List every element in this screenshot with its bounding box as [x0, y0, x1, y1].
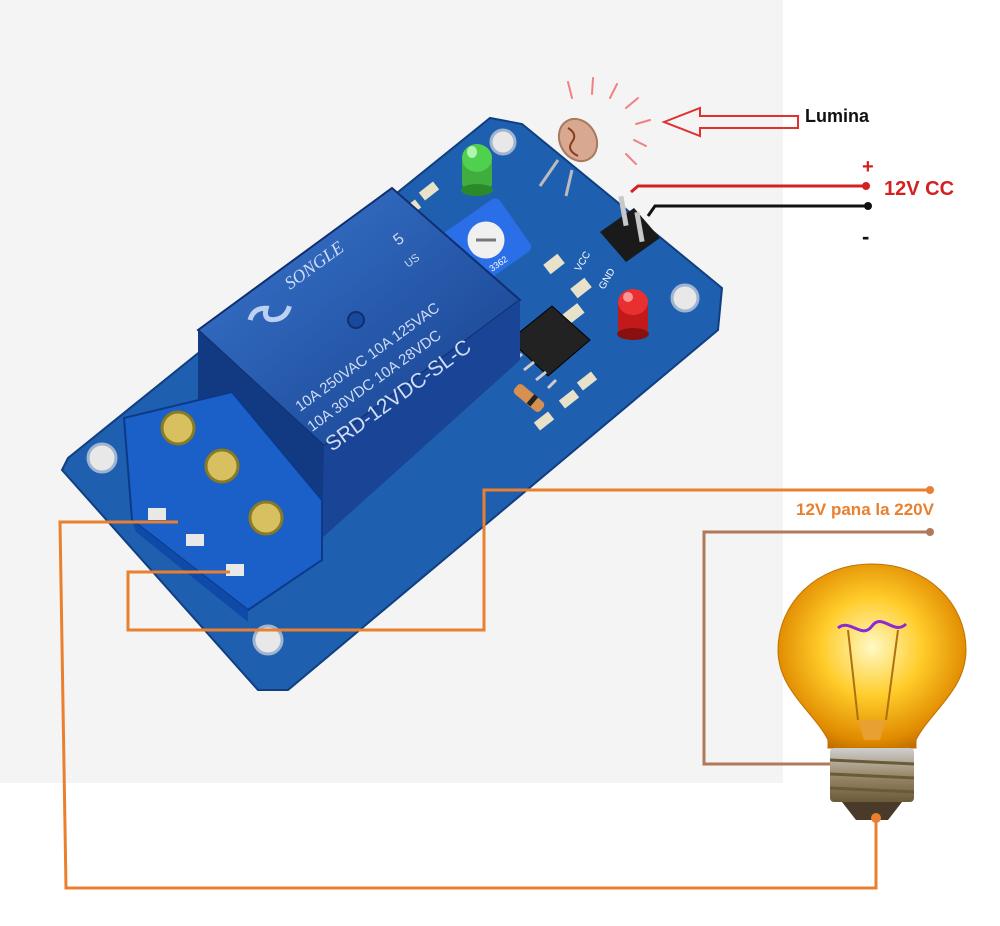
positive-wire: [630, 184, 866, 194]
photoresistor: [538, 117, 599, 197]
terminal-screw-1: [160, 410, 196, 446]
positive-terminal: [862, 182, 870, 190]
negative-sign: -: [862, 224, 870, 249]
supply-voltage-label: 12V CC: [884, 178, 955, 200]
negative-wire: [646, 204, 868, 217]
load-terminal-top: [926, 486, 934, 494]
bulb-contact: [871, 813, 881, 823]
red-led: [617, 289, 649, 340]
comparator-ic: [509, 305, 591, 390]
mount-hole: [252, 624, 284, 656]
load-terminal-bottom: [926, 528, 934, 536]
mount-hole: [489, 128, 517, 156]
negative-terminal: [864, 202, 872, 210]
terminal-screw-3: [248, 500, 284, 536]
positive-sign: +: [862, 156, 874, 178]
diode: [513, 384, 545, 412]
load-wire-common: [126, 488, 930, 632]
light-rays: [567, 77, 651, 165]
green-led: [461, 144, 493, 196]
load-voltage-label: 12V pana la 220V: [796, 500, 934, 519]
lamp-wire: [702, 530, 930, 766]
light-label: Lumina: [805, 106, 870, 126]
load-wire-lamp-return: [58, 520, 878, 890]
mount-hole: [86, 442, 118, 474]
light-bulb: [777, 563, 967, 823]
mount-hole: [670, 283, 700, 313]
terminal-screw-2: [204, 448, 240, 484]
light-arrow: [661, 106, 799, 138]
